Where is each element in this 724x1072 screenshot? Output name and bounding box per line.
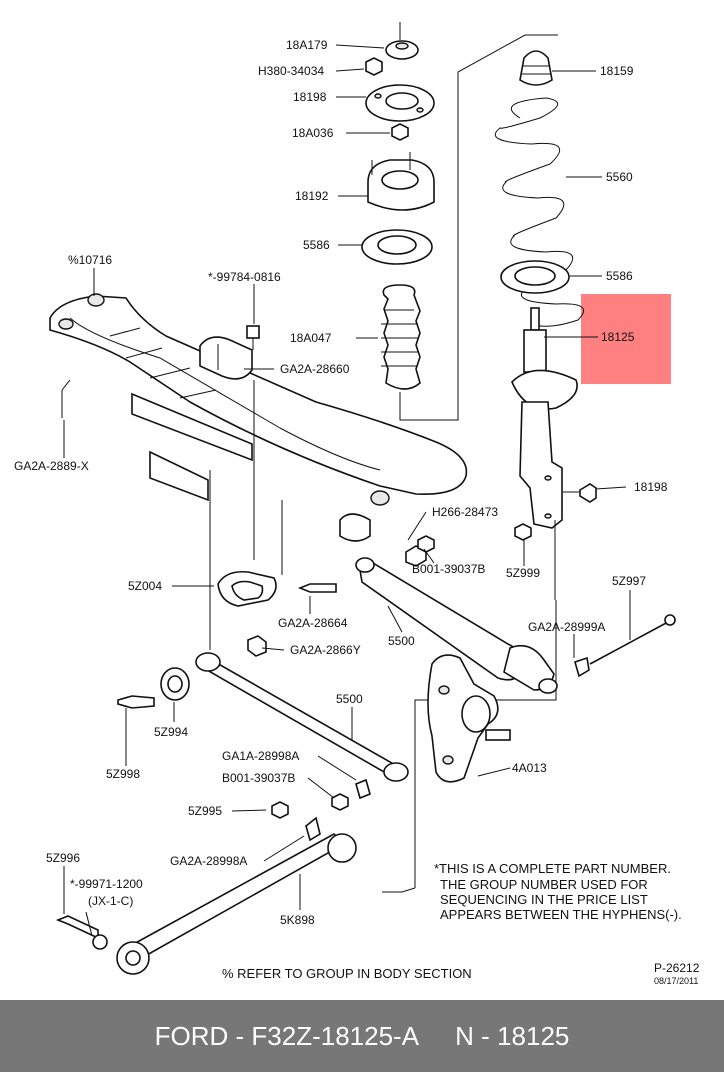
note-line-4: APPEARS BETWEEN THE HYPHENS(-). — [440, 907, 682, 922]
label-jx-1-c: (JX-1-C) — [88, 894, 133, 908]
label-5z997: 5Z997 — [612, 574, 646, 588]
label-5z004: 5Z004 — [128, 579, 162, 593]
note-line-2: THE GROUP NUMBER USED FOR — [440, 877, 648, 892]
drawing-date: 08/17/2011 — [654, 976, 698, 986]
label-5586-right: 5586 — [606, 269, 633, 283]
pad-5z004 — [217, 570, 277, 607]
label-ga2a-28999a: GA2A-28999A — [528, 620, 605, 634]
trailing-links — [117, 535, 676, 782]
label-b001-39037b-upper: B001-39037B — [412, 562, 485, 576]
note-line-3: SEQUENCING IN THE PRICE LIST — [440, 892, 648, 907]
highlight-box — [581, 294, 671, 384]
label-10716: %10716 — [68, 253, 112, 267]
footer-n-label: N — [455, 1020, 474, 1051]
footer-gap — [419, 1021, 455, 1052]
label-18198-upper: 18198 — [293, 90, 327, 104]
label-4a013: 4A013 — [512, 761, 547, 775]
footer-n-value: 18125 — [497, 1020, 570, 1051]
label-18a179: 18A179 — [286, 38, 328, 52]
label-5560: 5560 — [606, 170, 633, 184]
label-h266-28473: H266-28473 — [432, 505, 498, 519]
lower-link-5k898 — [55, 778, 371, 975]
part-labels: 18A179 H380-34034 18198 18A036 18192 558… — [14, 38, 668, 927]
label-ga2a-28998a: GA2A-28998A — [170, 854, 247, 868]
footnote: *THIS IS A COMPLETE PART NUMBER. THE GRO… — [222, 861, 700, 986]
label-99971-1200: *-99971-1200 — [70, 877, 143, 891]
label-ga1a-28998a: GA1A-28998A — [222, 749, 299, 763]
label-5z999: 5Z999 — [506, 566, 540, 580]
label-18a047: 18A047 — [290, 331, 332, 345]
label-ga2a-28664: GA2A-28664 — [278, 616, 348, 630]
rear-crossmember — [49, 293, 468, 650]
refer-text: % REFER TO GROUP IN BODY SECTION — [222, 966, 472, 981]
label-5500-lower: 5500 — [336, 692, 363, 706]
label-18192: 18192 — [295, 189, 329, 203]
footer-part-number: F32Z-18125-A — [251, 1020, 420, 1051]
label-18198-right: 18198 — [634, 480, 668, 494]
label-ga2a-2866y: GA2A-2866Y — [290, 643, 361, 657]
label-ga2a-28660: GA2A-28660 — [280, 362, 350, 376]
label-5z994: 5Z994 — [154, 725, 188, 739]
part-number-footer: FORD - F32Z-18125-A N - 18125 — [0, 1000, 724, 1072]
label-5k898: 5K898 — [280, 913, 315, 927]
label-18a036: 18A036 — [292, 126, 334, 140]
parts-diagram: 18A179 H380-34034 18198 18A036 18192 558… — [14, 22, 700, 986]
label-5z996: 5Z996 — [46, 851, 80, 865]
leader-lines — [61, 44, 631, 937]
label-18159: 18159 — [600, 64, 634, 78]
spring-strut-assembly — [382, 50, 597, 893]
footer-sep-2: - — [473, 1020, 498, 1051]
strut-mount-stack — [361, 22, 558, 421]
label-5z995: 5Z995 — [188, 804, 222, 818]
drawing-id: P-26212 — [654, 961, 700, 975]
note-line-1: *THIS IS A COMPLETE PART NUMBER. — [434, 861, 671, 876]
label-5z998: 5Z998 — [106, 767, 140, 781]
label-5586-left: 5586 — [303, 238, 330, 252]
label-5500-upper: 5500 — [388, 634, 415, 648]
label-ga2a-2889-x: GA2A-2889-X — [14, 459, 89, 473]
footer-make: FORD — [154, 1020, 229, 1051]
label-99784-0816: *-99784-0816 — [208, 270, 281, 284]
label-b001-39037b-lower: B001-39037B — [222, 771, 295, 785]
label-h380-34034: H380-34034 — [258, 64, 324, 78]
knuckle-4a013 — [427, 654, 511, 783]
label-18125: 18125 — [601, 330, 635, 344]
footer-sep-1: - — [228, 1020, 252, 1051]
